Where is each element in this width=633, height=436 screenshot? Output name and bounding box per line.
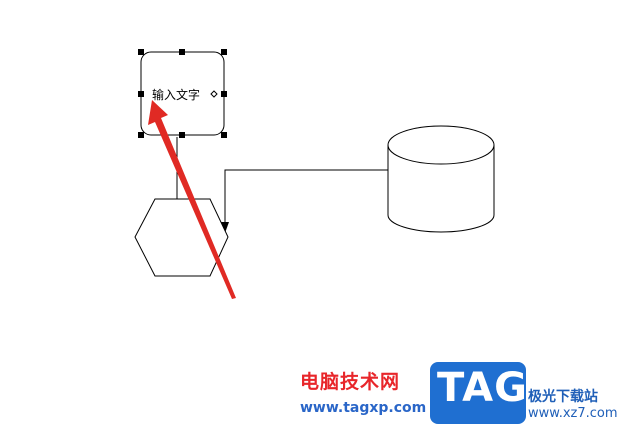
resize-handle-middle-right[interactable] [221,91,227,97]
resize-handle-bottom-center[interactable] [179,132,185,138]
hexagon-node[interactable] [134,198,229,277]
resize-handle-middle-left[interactable] [138,91,144,97]
node-text-label[interactable]: 输入文字 [152,88,201,102]
resize-handle-top-center[interactable] [179,49,185,55]
resize-handle-top-right[interactable] [221,49,227,55]
watermark-tag-logo [430,362,526,424]
cylinder-body[interactable] [387,145,495,233]
text-anchor-diamond-icon[interactable] [210,90,218,98]
watermark-title: 电脑技术网 [300,371,401,393]
watermark-tag-text: TAG [437,365,528,411]
watermark-site-url: www.xz7.com [528,406,618,421]
resize-handle-bottom-right[interactable] [221,132,227,138]
resize-handle-bottom-left[interactable] [138,132,144,138]
connector-arrowhead [221,222,229,233]
watermark-url: www.tagxp.com [300,400,427,416]
watermark-site-name: 极光下载站 [528,389,598,405]
cylinder-top[interactable] [387,125,495,165]
connector-line-cylinder-hexagon[interactable] [224,169,388,228]
red-pointer-arrow-icon [148,100,236,299]
resize-handle-top-left[interactable] [138,49,144,55]
